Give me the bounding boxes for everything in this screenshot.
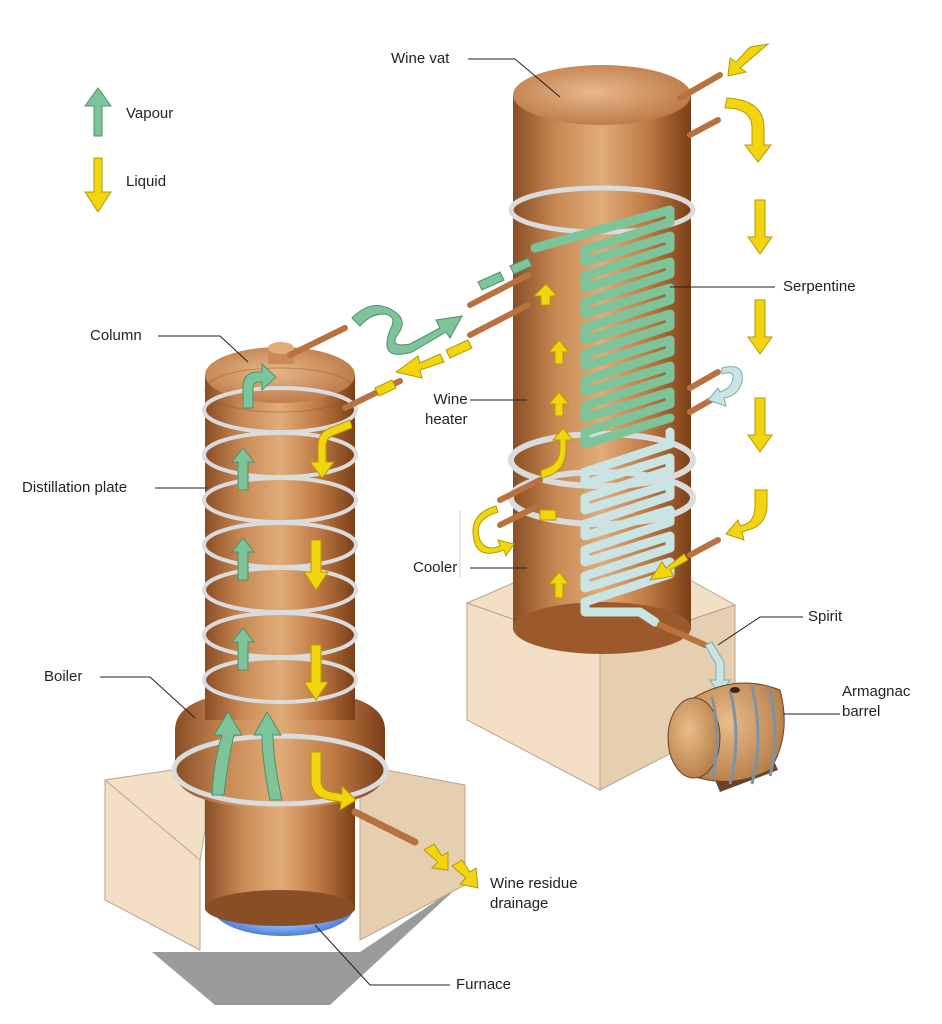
vapour-dashes — [477, 257, 533, 291]
vapour-legend-icon — [84, 87, 112, 137]
barrel-head — [667, 697, 721, 779]
label-armagnac-barrel: Armagnac barrel — [842, 683, 911, 720]
liquid-legend-icon — [84, 157, 112, 213]
serpentine-coil-upper — [530, 205, 675, 449]
tower-band-2 — [508, 431, 696, 489]
distillation-plates — [202, 386, 358, 704]
liquid-arrow-down-1 — [303, 539, 329, 591]
vapour-arrow-boiler-2 — [253, 711, 283, 801]
barrel-bunghole — [730, 687, 740, 693]
boiler-lower-bottom — [205, 890, 355, 926]
label-cooler: Cooler — [413, 559, 458, 576]
label-wine-residue-drainage: Wine residue drainage — [490, 875, 578, 912]
label-column: Column — [90, 327, 142, 344]
residue-arrows — [423, 843, 479, 889]
label-distillation-plate: Distillation plate — [22, 479, 128, 496]
furnace-base-floor — [152, 885, 460, 1005]
leader-lines — [100, 58, 840, 986]
vapour-transfer-arrow — [351, 305, 463, 355]
liquid-arrow-down-2 — [303, 644, 329, 701]
wine-vat-top — [513, 65, 691, 125]
liquid-arrows-tower — [472, 283, 575, 599]
residue-drain-pipe — [351, 808, 419, 846]
column-cap-top — [268, 342, 294, 354]
liquid-arrows-outer — [648, 43, 773, 581]
vapour-arrow-boiler-1 — [211, 711, 243, 796]
liquid-arrow-boiler — [310, 751, 357, 811]
label-serpentine: Serpentine — [783, 278, 856, 295]
tower-band-3 — [508, 469, 696, 527]
barrel-hoops — [710, 685, 777, 785]
legend — [84, 87, 112, 213]
vapour-pipe-top — [287, 325, 348, 358]
vapour-arrow-up-3 — [230, 627, 256, 671]
label-boiler: Boiler — [44, 668, 83, 685]
label-wine-vat: Wine vat — [391, 50, 450, 67]
right-pipes — [467, 72, 723, 648]
liquid-arrows-column — [303, 419, 357, 811]
boiler-base-right — [359, 764, 466, 941]
legend-vapour-label: Vapour — [126, 105, 174, 122]
column-top-rim — [204, 367, 356, 413]
legend-liquid-label: Liquid — [126, 173, 167, 190]
cooled-return-arrow — [707, 366, 743, 407]
label-furnace: Furnace — [456, 976, 512, 993]
vapour-arrow-up-1 — [230, 447, 256, 491]
vapour-arrow-top-curve — [242, 362, 277, 409]
vapour-arrow-up-2 — [230, 537, 256, 581]
label-spirit: Spirit — [808, 608, 843, 625]
boiler-band — [171, 733, 389, 807]
boiler-base-left-side — [104, 778, 201, 951]
liquid-transfer-arrows — [374, 339, 473, 397]
right-still — [351, 43, 773, 791]
vapour-arrows-column — [211, 362, 283, 801]
left-still — [104, 325, 479, 1005]
armagnac-barrel — [667, 682, 785, 792]
label-wine-heater: Wine heater — [425, 391, 468, 428]
liquid-arrow-inlet — [309, 419, 353, 479]
